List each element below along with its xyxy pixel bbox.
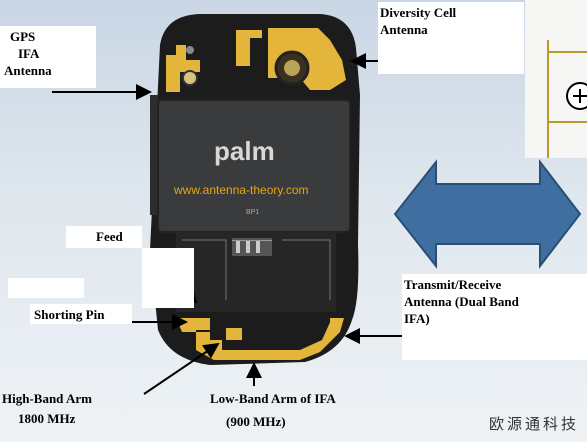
diversity-antenna-trace [268,28,346,90]
phone-body [150,14,360,365]
high-band-label: High-Band Arm 1800 MHz [2,391,92,426]
low-band-label: Low-Band Arm of IFA (900 MHz) [210,391,336,429]
shorting-pin-label: Shorting Pin [30,304,132,324]
gps-antenna-trace [166,45,200,92]
feed-box [142,248,194,308]
top-trace [236,30,262,66]
battery-code: BP1 [246,209,259,216]
high-band-arrow [143,342,220,395]
transmit-label: Transmit/Receive Antenna (Dual Band IFA) [402,274,587,360]
blank-box-left [8,278,84,298]
palm-logo: palm [214,136,275,166]
watermark-text: 欧源通科技 [488,415,579,433]
camera-lens [274,50,310,86]
diversity-label: Diversity Cell Antenna [378,2,524,74]
dual-band-ifa-trace [176,318,344,360]
feed-label: Feed [66,226,142,248]
double-arrow [393,159,582,269]
battery [158,100,350,232]
gps-label: GPS IFA Antenna [0,26,96,88]
voltage-source-icon [566,82,587,110]
sim-contacts [232,238,272,256]
website-text: www.antenna-theory.com [173,183,309,197]
